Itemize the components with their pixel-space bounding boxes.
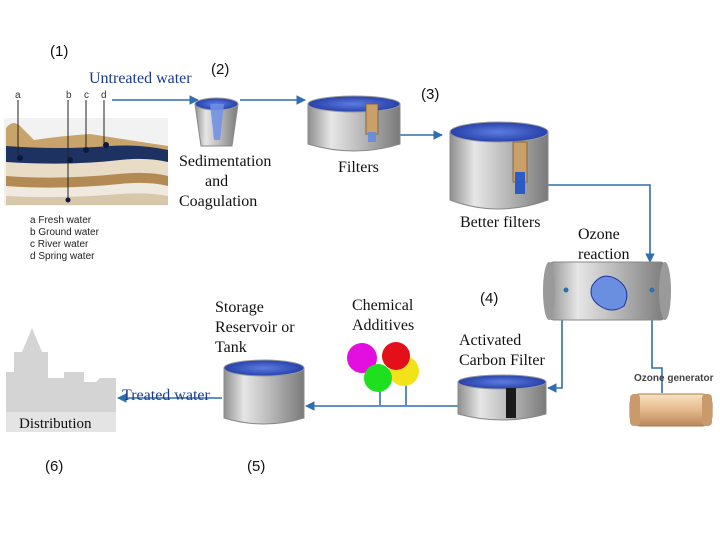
storage-tank: [223, 359, 305, 425]
activated-carbon-filter-tank: [457, 374, 547, 421]
label-line: Carbon Filter: [459, 352, 545, 369]
ozone-reaction-label: Ozone reaction: [578, 225, 630, 265]
activated-carbon-label: Activated Carbon Filter: [459, 331, 545, 371]
legend-item: d Spring water: [30, 251, 95, 262]
storage-label: Storage Reservoir or Tank: [215, 298, 295, 358]
label-line: Ozone: [578, 226, 620, 243]
step-4-label: (4): [480, 290, 499, 307]
pipe-lines: [112, 95, 663, 411]
label-line: Activated: [459, 332, 522, 349]
source-letter-a: a: [15, 90, 21, 101]
legend-item: a Fresh water: [30, 215, 92, 226]
legend-item: b Ground water: [30, 227, 99, 238]
ozone-reaction-vessel: [543, 261, 671, 321]
label-line: Sedimentation: [179, 153, 272, 170]
ozone-generator-label: Ozone generator: [634, 373, 714, 384]
chemical-additives-label: Chemical Additives: [352, 296, 414, 336]
step-3-label: (3): [421, 86, 440, 103]
step-5-label: (5): [247, 458, 266, 475]
chemical-additives-balls: [347, 342, 419, 392]
legend-item: c River water: [30, 239, 89, 250]
label-line: and: [205, 173, 229, 190]
better-filters-tank: [449, 121, 549, 210]
label-line: Additives: [352, 317, 415, 334]
filters-tank: [307, 95, 401, 152]
label-line: Tank: [215, 339, 247, 356]
label-line: Chemical: [352, 297, 414, 314]
sedimentation-basin: [194, 97, 239, 147]
sedimentation-label: Sedimentation and Coagulation: [179, 152, 271, 212]
label-line: Reservoir or: [215, 319, 295, 336]
town-silhouette: [6, 328, 116, 432]
step-2-label: (2): [211, 61, 230, 78]
source-letter-c: c: [84, 90, 89, 101]
label-line: reaction: [578, 246, 630, 263]
step-6-label: (6): [45, 458, 64, 475]
water-source-illustration: [4, 100, 168, 206]
untreated-water-label: Untreated water: [89, 70, 192, 87]
step-1-label: (1): [50, 43, 69, 60]
treated-water-label: Treated water: [122, 387, 210, 404]
label-line: Storage: [215, 299, 264, 316]
distribution-label: Distribution: [19, 416, 92, 432]
better-filters-label: Better filters: [460, 214, 541, 231]
label-line: Coagulation: [179, 193, 258, 210]
ozone-generator: [629, 393, 713, 427]
source-letter-b: b: [66, 90, 72, 101]
source-letter-d: d: [101, 90, 107, 101]
filters-label: Filters: [338, 159, 379, 176]
source-legend: a Fresh water b Ground water c River wat…: [30, 215, 99, 263]
